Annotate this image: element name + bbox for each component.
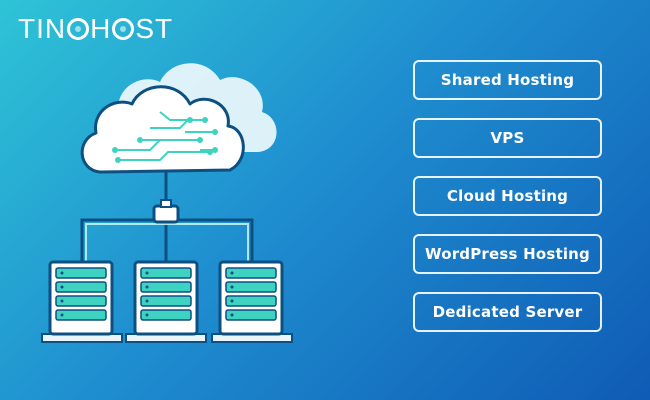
menu-item-wordpress-hosting[interactable]: WordPress Hosting — [413, 234, 602, 274]
menu-item-cloud-hosting[interactable]: Cloud Hosting — [413, 176, 602, 216]
brand-text-end: ST — [135, 13, 174, 44]
menu-item-vps[interactable]: VPS — [413, 118, 602, 158]
hosting-menu: Shared Hosting VPS Cloud Hosting WordPre… — [413, 60, 602, 332]
server-rack-icon — [41, 260, 123, 343]
network-hub-icon — [152, 199, 180, 224]
cloud-icon — [80, 85, 245, 174]
hosting-illustration — [41, 63, 293, 343]
brand-o-icon-2 — [112, 18, 135, 40]
menu-item-shared-hosting[interactable]: Shared Hosting — [413, 60, 602, 100]
brand-text-start: TIN — [18, 13, 67, 44]
server-rack-icon — [125, 260, 207, 343]
brand-text-h: H — [90, 13, 112, 44]
brand-logo: TIN H ST — [18, 13, 173, 45]
brand-o-icon — [67, 18, 90, 40]
server-rack-icon — [211, 260, 293, 343]
menu-item-dedicated-server[interactable]: Dedicated Server — [413, 292, 602, 332]
